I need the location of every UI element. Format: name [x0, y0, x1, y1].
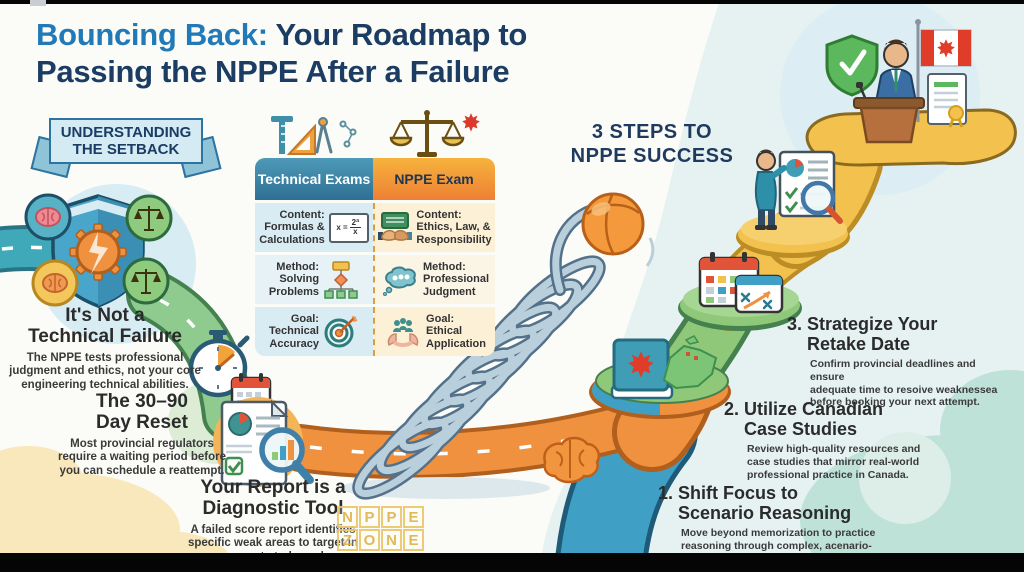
step-heading: 2.Utilize Canadian Case Studies [724, 399, 884, 440]
watermark-tile: P [359, 506, 380, 528]
step-heading: 3.Strategize Your Retake Date [787, 314, 938, 355]
step-body: Confirm provincial deadlines and ensure … [810, 358, 998, 409]
title-line-1: Bouncing Back: Your Roadmap to [36, 16, 616, 53]
step-number: 1. [658, 483, 674, 503]
top-left-notch [30, 0, 46, 6]
watermark-tile: E [403, 529, 424, 551]
section-30-90-day-reset: The 30–90 Day Reset Most provincial regu… [42, 391, 242, 478]
watermark-tile: Z [337, 529, 358, 551]
scales-of-justice-icon [125, 194, 173, 242]
letterbox-bar-top [0, 0, 1024, 4]
comparison-row-method: Method: Solving Problems Method: Profess… [255, 255, 495, 304]
watermark-tile: P [381, 506, 402, 528]
page-title: Bouncing Back: Your Roadmap to Passing t… [36, 16, 616, 90]
drafting-tools-icon [255, 112, 375, 158]
section-heading: Your Report is a Diagnostic Tool [200, 477, 346, 519]
banner-label: UNDERSTANDING THE SETBACK [49, 118, 203, 164]
brain-icon [24, 193, 72, 241]
target-arrow-icon [324, 315, 358, 347]
title-line-2: Passing the NPPE After a Failure [36, 54, 510, 89]
watermark-tile: N [381, 529, 402, 551]
section-body: Most provincial regulators require a wai… [57, 437, 227, 477]
section-heading: It's Not a Technical Failure [28, 305, 182, 347]
watermark-tile: N [337, 506, 358, 528]
retake-planner-calendar-icon [734, 274, 784, 314]
score-report-magnifier-icon [213, 397, 314, 487]
title-rest: Your Roadmap to [267, 17, 528, 52]
tech-goal-cell: Goal: Technical Accuracy [255, 307, 373, 356]
nppe-method-cell: Method: Professional Judgment [373, 255, 495, 304]
comparison-headers: Technical Exams NPPE Exam [255, 158, 495, 200]
brain-icon [543, 436, 601, 484]
step-3-strategize-retake: 3.Strategize Your Retake Date Confirm pr… [787, 314, 1002, 409]
section-heading: The 30–90 Day Reset [96, 391, 188, 433]
tech-exams-header: Technical Exams [255, 158, 373, 200]
shield-checkmark-icon [825, 34, 879, 97]
score-review-illustration [754, 149, 843, 230]
canadian-textbook-icon [610, 338, 674, 400]
nppe-content-cell: Content: Ethics, Law, & Responsibility [373, 203, 495, 252]
step-heading: 1.Shift Focus to Scenario Reasoning [658, 483, 852, 524]
thought-bubble-icon [382, 266, 416, 296]
comparison-row-goal: Goal: Technical Accuracy Goal: Ethical A… [255, 307, 495, 356]
flowchart-icon [324, 260, 358, 299]
graduate-at-podium-illustration [853, 39, 925, 144]
nppe-exam-header: NPPE Exam [373, 158, 495, 200]
letterbox-bar-bottom [0, 553, 1024, 572]
comparison-header-icons [255, 110, 495, 158]
scales-maple-leaf-icon [375, 110, 495, 158]
banner-understanding-the-setback: UNDERSTANDING THE SETBACK [30, 116, 222, 179]
nppe-zone-watermark: N P P E Z O N E [337, 506, 424, 551]
canada-flag-icon [915, 19, 972, 122]
brain-icon [31, 259, 79, 307]
watermark-tile: E [403, 506, 424, 528]
title-highlight: Bouncing Back: [36, 17, 268, 52]
tech-method-cell: Method: Solving Problems [255, 255, 373, 304]
comparison-table: Technical Exams NPPE Exam Content: Formu… [255, 110, 495, 356]
canada-map-icon [662, 335, 718, 390]
step-number: 3. [787, 314, 803, 334]
section-body: The NPPE tests professional judgment and… [9, 351, 201, 391]
section-not-technical-failure: It's Not a Technical Failure The NPPE te… [5, 305, 205, 392]
step-number: 2. [724, 399, 740, 419]
steps-title: 3 STEPS TO NPPE SUCCESS [570, 121, 734, 167]
scales-of-justice-icon [122, 257, 170, 305]
step-2-canadian-case-studies: 2.Utilize Canadian Case Studies Review h… [724, 399, 944, 481]
certificate-icon [927, 73, 967, 128]
step-body: Review high-quality resources and case s… [747, 443, 921, 481]
hands-holding-people-icon [387, 317, 419, 347]
handshake-rulebook-icon [378, 211, 413, 241]
nppe-goal-cell: Goal: Ethical Application [373, 307, 495, 356]
watermark-tile: O [359, 529, 380, 551]
